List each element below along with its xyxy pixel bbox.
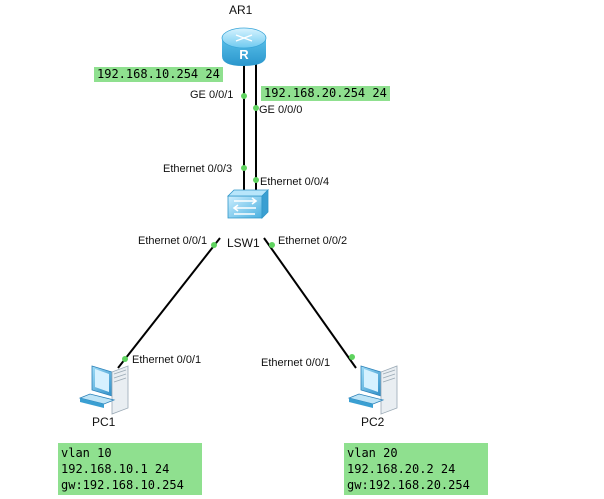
lsw1-eth003-port-label: Ethernet 0/0/3 (163, 163, 233, 175)
link-lsw1-eth002-pc2 (263, 237, 357, 369)
pc1-gateway: gw:192.168.10.254 (61, 478, 184, 492)
port-dot-lsw1-eth004 (253, 177, 259, 183)
pc1-eth001-port-label: Ethernet 0/0/1 (132, 354, 202, 366)
pc1-name: PC1 (92, 415, 116, 429)
ar1-ge000-ip-label: 192.168.20.254 24 (261, 86, 390, 101)
svg-text:R: R (239, 47, 249, 62)
link-lsw1-eth001-pc1 (117, 237, 221, 369)
port-dot-pc2-eth001 (349, 354, 355, 360)
ar1-ge001-port-label: GE 0/0/1 (190, 89, 234, 101)
pc2-eth001-port-label: Ethernet 0/0/1 (261, 357, 331, 369)
router-name: AR1 (229, 3, 253, 17)
lsw1-eth001-port-label: Ethernet 0/0/1 (138, 235, 208, 247)
pc2-vlan: vlan 20 (347, 446, 398, 460)
switch-icon[interactable] (227, 189, 269, 219)
pc2-info-box: vlan 20 192.168.20.2 24 gw:192.168.20.25… (344, 443, 488, 495)
lsw1-eth002-port-label: Ethernet 0/0/2 (278, 235, 348, 247)
pc1-ip: 192.168.10.1 24 (61, 462, 170, 476)
port-dot-lsw1-eth001 (211, 242, 217, 248)
pc2-name: PC2 (361, 415, 385, 429)
port-dot-lsw1-eth002 (269, 242, 275, 248)
port-dot-ar1-ge000 (253, 105, 259, 111)
port-dot-ar1-ge001 (241, 93, 247, 99)
pc2-ip: 192.168.20.2 24 (347, 462, 456, 476)
port-dot-lsw1-eth003 (241, 165, 247, 171)
pc2-gateway: gw:192.168.20.254 (347, 478, 470, 492)
port-dot-pc1-eth001 (122, 356, 128, 362)
port-dots (122, 93, 355, 362)
pc1-info-box: vlan 10 192.168.10.1 24 gw:192.168.10.25… (58, 443, 202, 495)
ar1-ge001-ip-label: 192.168.10.254 24 (94, 67, 223, 82)
router-icon[interactable]: R (221, 27, 267, 66)
links (117, 60, 357, 369)
lsw1-eth004-port-label: Ethernet 0/0/4 (260, 176, 330, 188)
ar1-ge000-port-label: GE 0/0/0 (259, 104, 303, 116)
pc1-icon[interactable] (78, 365, 129, 415)
switch-name: LSW1 (227, 236, 260, 250)
pc1-vlan: vlan 10 (61, 446, 112, 460)
pc2-icon[interactable] (347, 365, 398, 415)
